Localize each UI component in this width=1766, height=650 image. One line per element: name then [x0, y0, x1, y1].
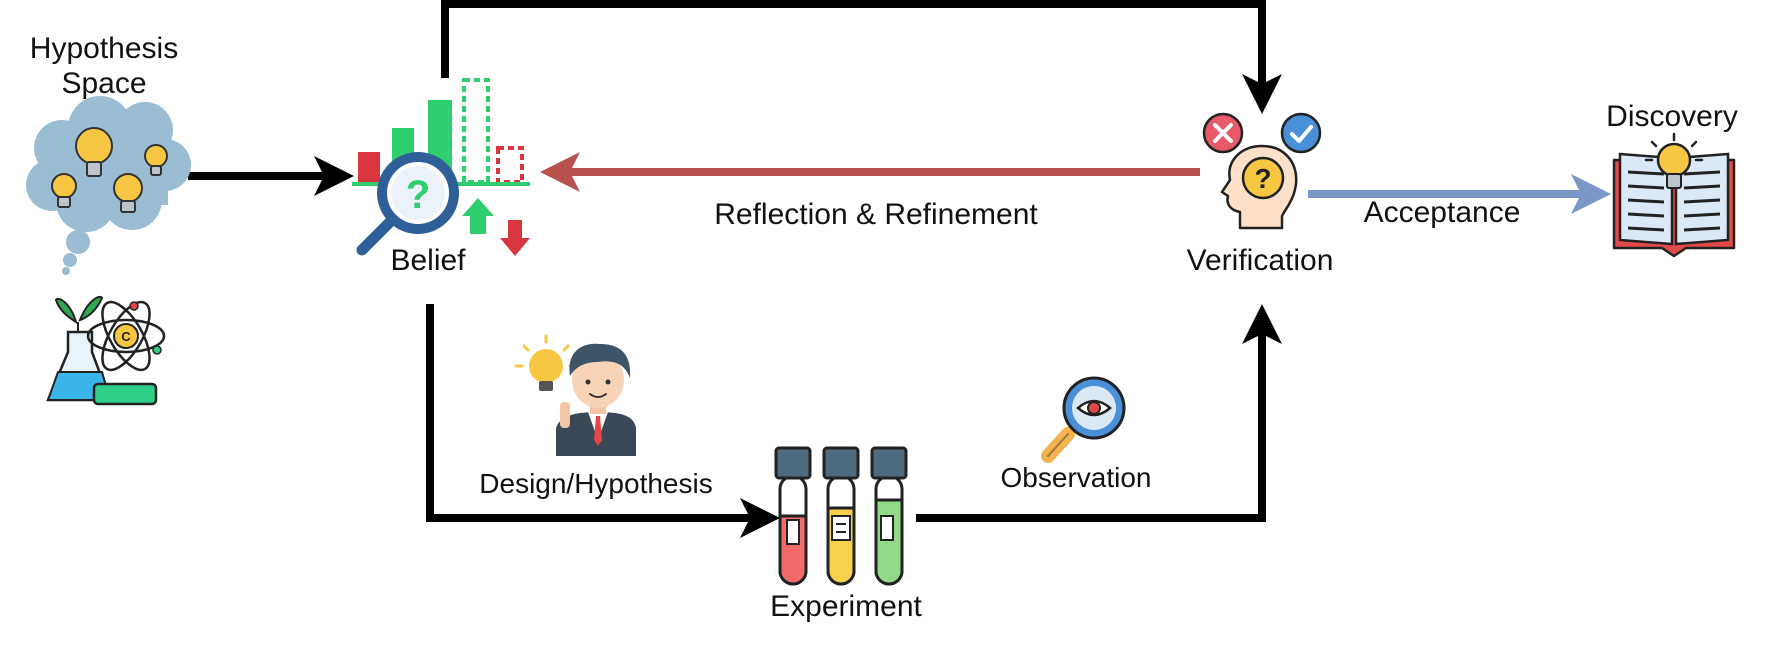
magnifier-eye-icon	[1041, 376, 1126, 463]
thought-cloud-lightbulbs-icon	[26, 96, 191, 275]
bar-chart-magnifier-question-icon: ?	[352, 78, 530, 256]
arrow-belief-to-verification-top	[441, 0, 1282, 114]
belief-label: Belief	[390, 244, 466, 277]
hypothesis-space-line-1: Hypothesis	[29, 32, 179, 65]
design-hypothesis-label: Design/Hypothesis	[479, 468, 713, 499]
head-question-check-cross-icon: ?	[1202, 112, 1322, 230]
svg-text:?: ?	[406, 173, 430, 217]
acceptance-label: Acceptance	[1363, 196, 1521, 229]
arrow-design-to-experiment	[426, 304, 780, 538]
svg-text:?: ?	[1254, 163, 1271, 194]
hypothesis-space-label: Hypothesis Space	[30, 32, 178, 101]
test-tubes-icon	[774, 446, 908, 586]
open-book-lightbulb-icon	[1612, 132, 1736, 258]
businessman-lightbulb-icon	[514, 334, 636, 456]
hypothesis-space-line-2: Space	[61, 66, 147, 100]
experiment-label: Experiment	[770, 590, 922, 623]
verification-label: Verification	[1186, 244, 1334, 277]
flask-atom-plant-icon: C	[46, 295, 166, 406]
discovery-label: Discovery	[1606, 100, 1738, 133]
svg-text:C: C	[121, 329, 131, 344]
arrow-observation-to-verification	[916, 304, 1282, 522]
reflection-refinement-label: Reflection & Refinement	[714, 198, 1038, 231]
observation-label: Observation	[1000, 462, 1152, 493]
